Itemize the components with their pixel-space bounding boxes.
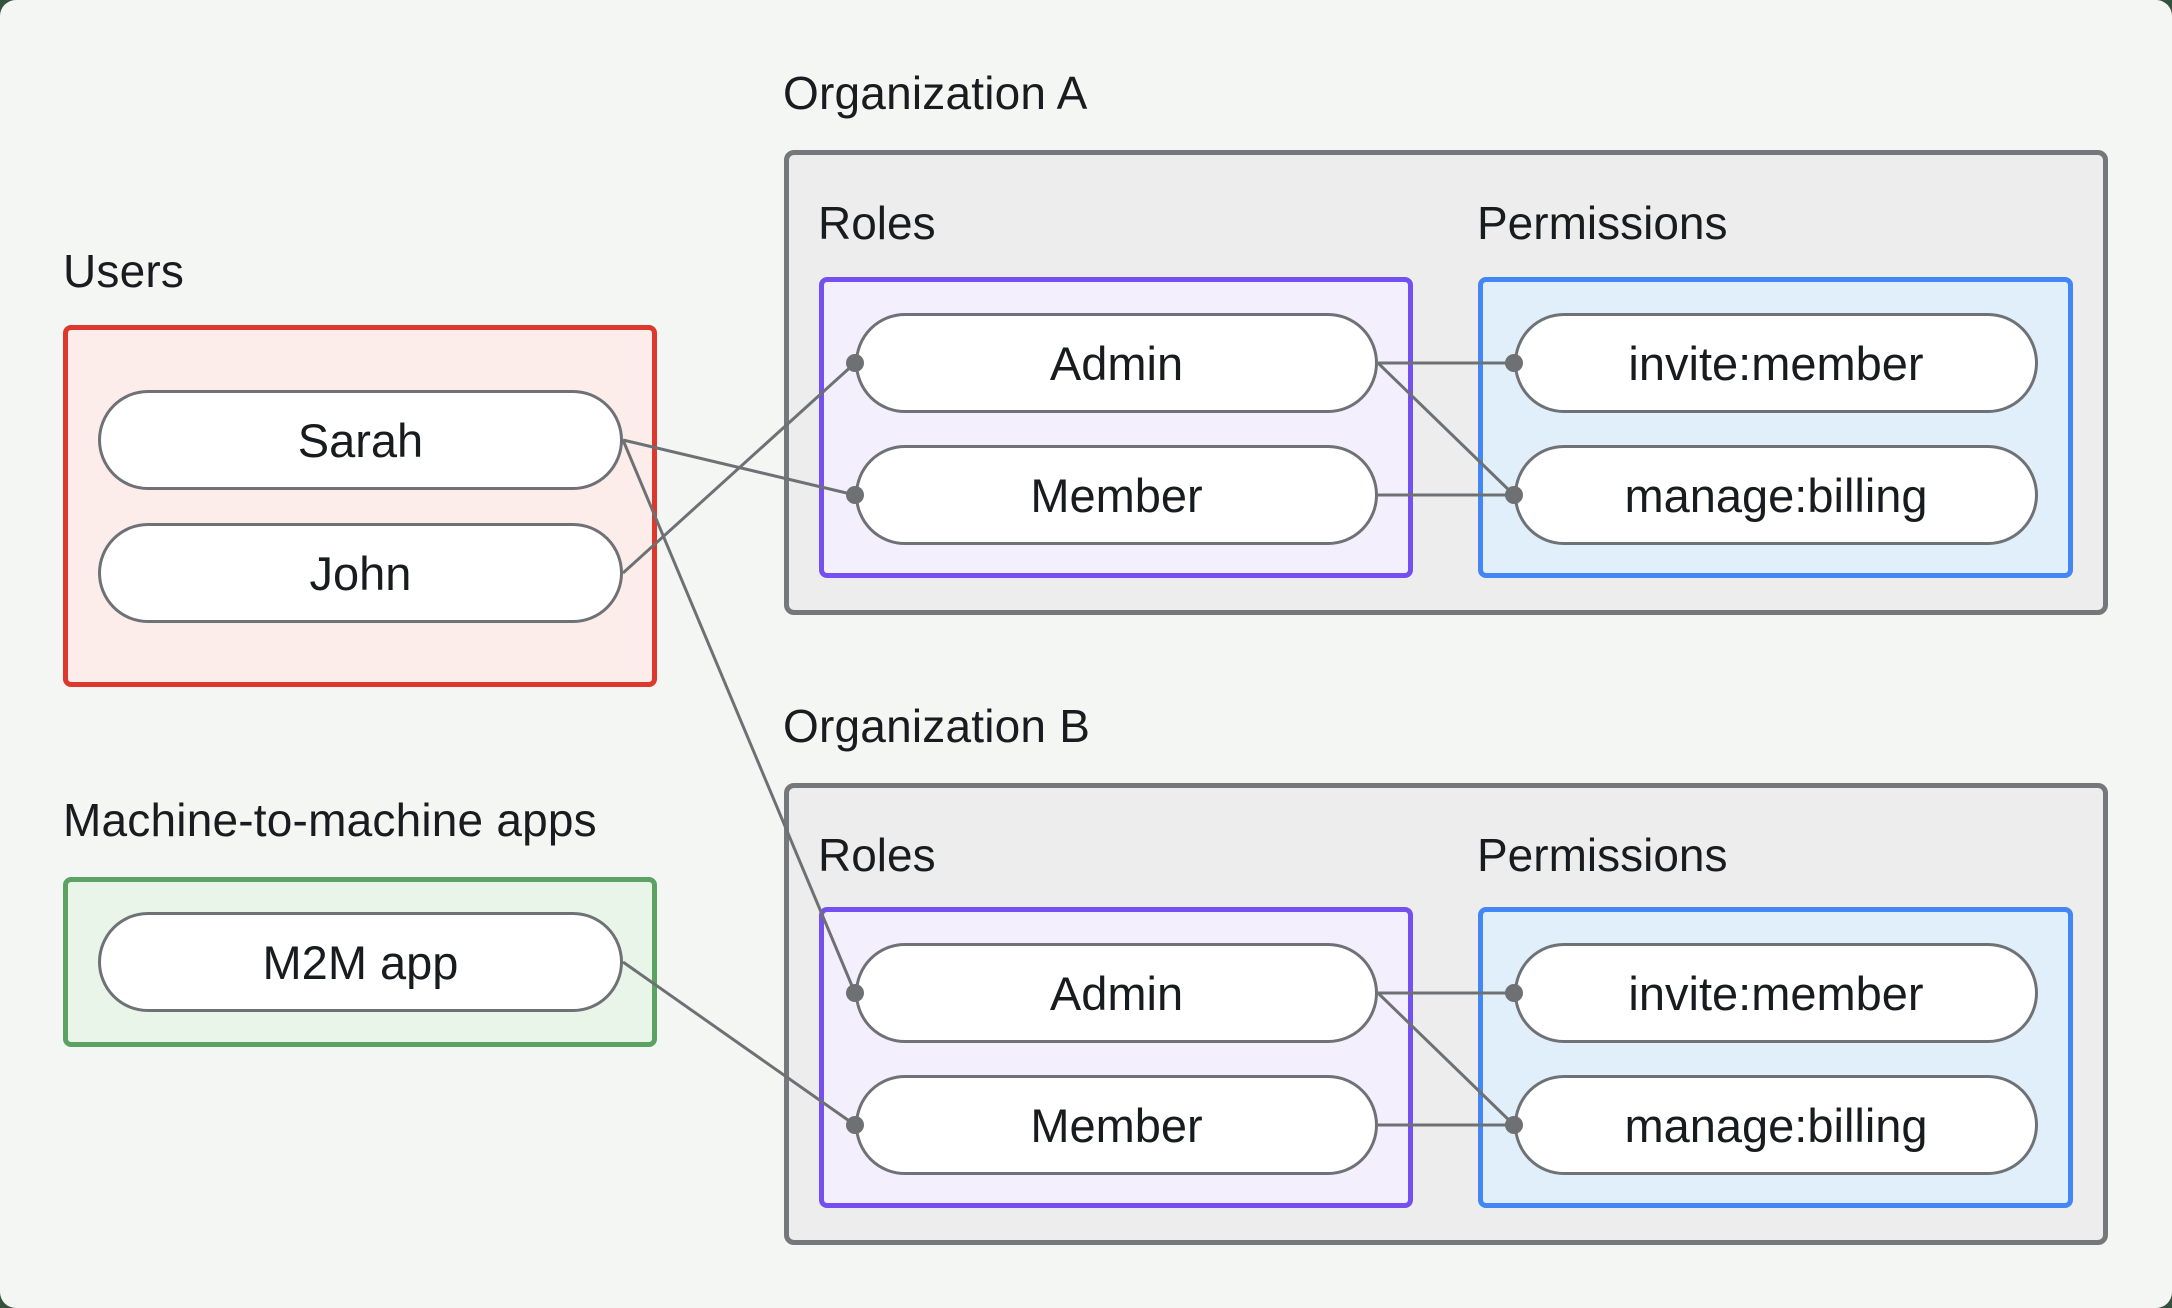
- org-a-role-member-label: Member: [1030, 468, 1203, 522]
- m2m-app-pill-label: M2M app: [262, 935, 459, 989]
- org-b-permission-manage-billing-label: manage:billing: [1624, 1098, 1928, 1152]
- org-a-permission-pill-manage-billing: manage:billing: [1514, 445, 2038, 545]
- m2m-app-pill: M2M app: [98, 912, 623, 1012]
- org-b-roles-label: Roles: [818, 829, 936, 881]
- org-a-role-admin-label: Admin: [1049, 336, 1184, 390]
- org-b-permissions-box: invite:member manage:billing: [1478, 907, 2073, 1208]
- org-b-role-admin-label: Admin: [1049, 966, 1184, 1020]
- user-pill-john: John: [98, 523, 623, 623]
- org-b-role-member-label: Member: [1030, 1098, 1203, 1152]
- org-a-permission-invite-member-label: invite:member: [1628, 336, 1924, 390]
- org-b-permission-pill-invite-member: invite:member: [1514, 943, 2038, 1043]
- org-b-roles-box: Admin Member: [819, 907, 1413, 1208]
- org-a-permission-manage-billing-label: manage:billing: [1624, 468, 1928, 522]
- org-a-roles-label: Roles: [818, 197, 936, 249]
- user-pill-sarah: Sarah: [98, 390, 623, 490]
- org-a-title: Organization A: [783, 67, 1088, 119]
- user-pill-sarah-label: Sarah: [297, 413, 424, 467]
- org-b-permission-invite-member-label: invite:member: [1628, 966, 1924, 1020]
- users-label: Users: [63, 245, 185, 297]
- org-b-permissions-label: Permissions: [1477, 829, 1728, 881]
- org-a-role-pill-admin: Admin: [855, 313, 1378, 413]
- org-b-box: Roles Permissions Admin Member invite:me…: [784, 783, 2108, 1245]
- org-a-permission-pill-invite-member: invite:member: [1514, 313, 2038, 413]
- org-b-title: Organization B: [783, 700, 1091, 752]
- org-a-roles-box: Admin Member: [819, 277, 1413, 578]
- org-b-permission-pill-manage-billing: manage:billing: [1514, 1075, 2038, 1175]
- user-pill-john-label: John: [309, 546, 412, 600]
- org-b-role-pill-member: Member: [855, 1075, 1378, 1175]
- org-a-role-pill-member: Member: [855, 445, 1378, 545]
- m2m-apps-label: Machine-to-machine apps: [63, 794, 597, 846]
- m2m-apps-box: M2M app: [63, 877, 657, 1047]
- org-a-permissions-label: Permissions: [1477, 197, 1728, 249]
- org-a-box: Roles Permissions Admin Member invite:me…: [784, 150, 2108, 615]
- org-b-role-pill-admin: Admin: [855, 943, 1378, 1043]
- users-box: Sarah John: [63, 325, 657, 687]
- org-a-permissions-box: invite:member manage:billing: [1478, 277, 2073, 578]
